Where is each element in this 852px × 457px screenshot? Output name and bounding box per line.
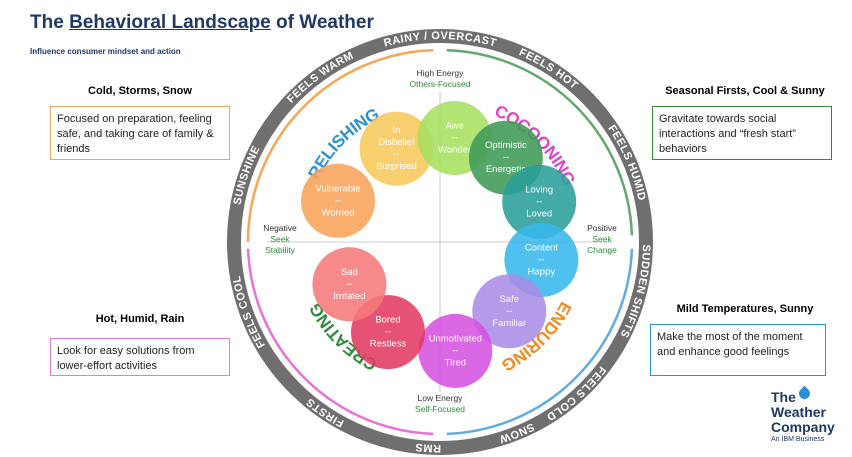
segment-arc	[246, 248, 434, 436]
segment-arc	[446, 48, 634, 236]
emotion-circle	[418, 313, 493, 388]
ring-label: FIRSTS	[304, 395, 346, 429]
quadrant-box-top-left: Focused on preparation, feeling safe, an…	[50, 106, 230, 160]
quadrant-box-top-right: Gravitate towards social interactions an…	[652, 106, 832, 160]
emotion-text: Loved	[526, 208, 552, 219]
ring-label: FEELS WARM	[285, 50, 356, 106]
emotion-text: Unmotivated	[429, 333, 482, 344]
emotion-text: Familiar	[492, 318, 526, 329]
emotion-text: --	[451, 133, 457, 144]
quadrant-heading-top-right: Seasonal Firsts, Cool & Sunny	[665, 85, 825, 97]
emotion-text: Bored	[375, 315, 400, 326]
emotion-text: Vulnerable	[315, 183, 360, 194]
emotion-text: Restless	[370, 339, 407, 350]
emotion-text: Optimistic	[485, 140, 527, 151]
page-title: The Behavioral Landscape of Weather	[30, 12, 374, 33]
axis-label-left: Seek	[270, 234, 290, 244]
emotion-text: --	[452, 345, 458, 356]
emotion-text: --	[503, 152, 509, 163]
axis-label-top: High Energy	[417, 68, 465, 78]
quadrant-heading-bottom-right: Mild Temperatures, Sunny	[676, 303, 814, 315]
emotion-text: Content	[525, 242, 559, 253]
emotion-text: --	[506, 306, 512, 317]
emotion-text: Wonder	[438, 145, 471, 156]
emotion-text: --	[335, 195, 341, 206]
quadrant-box-bottom-left: Look for easy solutions from lower-effor…	[50, 338, 230, 376]
company-logo: The Weather Company An IBM Business	[771, 389, 835, 444]
emotion-text: Safe	[500, 294, 520, 305]
emotion-text: --	[385, 327, 391, 338]
axis-label-bottom: Self-Focused	[415, 404, 465, 414]
emotion-text: --	[346, 279, 352, 290]
emotion-bubble: Vulnerable--Worried	[301, 163, 375, 238]
emotion-circle	[472, 274, 547, 349]
emotion-bubble: Safe--Familiar	[472, 274, 547, 349]
ring-label: FEELS COLD	[544, 364, 608, 423]
emotion-circle	[502, 164, 577, 239]
axis-label-right: Positive	[587, 223, 617, 233]
ring-label: FEELS HUMID	[605, 123, 647, 202]
axis-label-left: Stability	[265, 245, 296, 255]
outer-ring	[227, 29, 653, 455]
quadrant-heading-top-left: Cold, Storms, Snow	[88, 85, 192, 97]
segment-arc	[246, 48, 434, 243]
emotion-bubble: Sad--Irritated	[312, 247, 387, 322]
quadrant-heading-bottom-left: Hot, Humid, Rain	[95, 313, 185, 325]
emotion-text: --	[536, 196, 542, 207]
axis-label-top: Others-Focused	[410, 79, 471, 89]
page-subtitle: Influence consumer mindset and action	[30, 47, 181, 56]
emotion-text: Sad	[341, 267, 358, 278]
emotion-text: Surprised	[376, 161, 417, 172]
axis-label-bottom: Low Energy	[418, 393, 464, 403]
emotion-text: Awe	[445, 121, 463, 132]
emotion-circle	[312, 247, 387, 322]
emotion-text: Loving	[525, 184, 553, 195]
emotion-bubble: Unmotivated--Tired	[418, 313, 493, 388]
emotion-circle	[359, 111, 434, 186]
emotion-text: Energetic	[486, 164, 526, 175]
emotion-circle	[301, 163, 375, 238]
emotion-text: --	[538, 254, 544, 265]
axis-label-right: Seek	[592, 234, 612, 244]
emotion-text: Happy	[528, 266, 556, 277]
emotion-text: In	[393, 125, 401, 136]
emotion-text: Tired	[445, 357, 466, 368]
emotion-text: Worried	[321, 207, 354, 218]
segment-arc	[446, 248, 634, 436]
emotion-text: --	[393, 149, 399, 160]
quadrant-box-bottom-right: Make the most of the moment and enhance …	[650, 324, 826, 376]
emotion-bubble: Loving--Loved	[502, 164, 577, 239]
ring-label: STORMS	[0, 0, 441, 454]
emotion-text: Irritated	[333, 291, 365, 302]
axis-label-left: Negative	[263, 223, 297, 233]
emotion-text: Disbelief	[378, 137, 415, 148]
axis-label-right: Change	[587, 245, 617, 255]
